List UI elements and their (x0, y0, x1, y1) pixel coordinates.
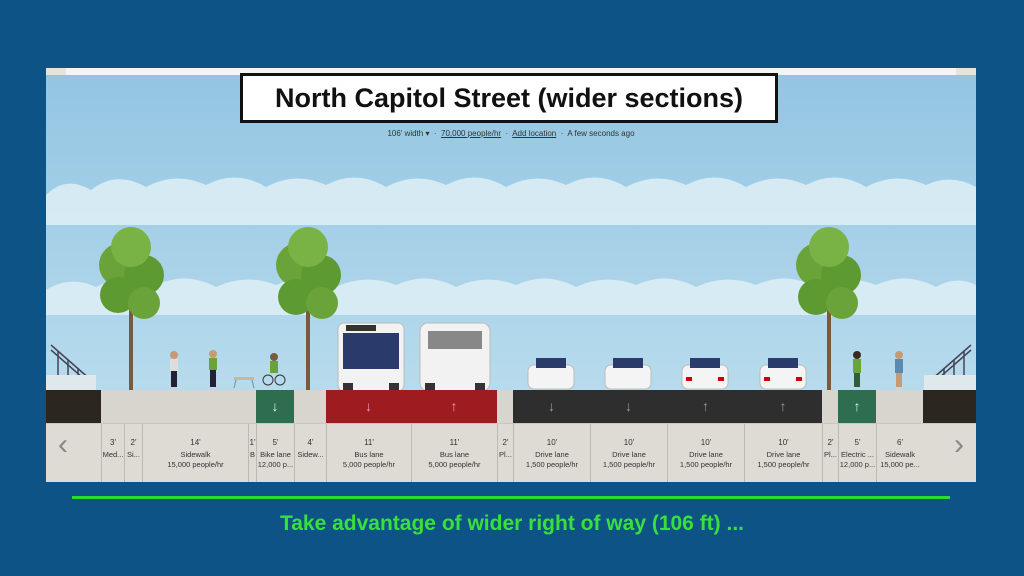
segment-width: 10' (778, 438, 789, 447)
segment-width: 3' (110, 438, 116, 447)
segment-cell[interactable]: 1' B (248, 424, 256, 482)
capacity-link[interactable]: 70,000 people/hr (441, 129, 502, 138)
segment-cell[interactable]: 3' Med... (101, 424, 124, 482)
segment-width: 5' (854, 438, 861, 447)
saved-status: A few seconds ago (567, 129, 635, 138)
clouds (46, 177, 976, 315)
pedestrian (895, 351, 903, 387)
segment-name: Drive lane (612, 450, 646, 459)
pedestrian (170, 351, 178, 387)
segment-name: Pl... (824, 450, 837, 459)
segment-width: 6' (897, 438, 903, 447)
segment-cell[interactable]: 2' Pl... (822, 424, 838, 482)
drive-lane-surface[interactable]: ↓ (513, 390, 590, 423)
segment-name: Electric ... (841, 450, 874, 459)
segment-width: 2' (502, 438, 509, 447)
slide-caption: Take advantage of wider right of way (10… (279, 512, 745, 535)
underline-divider (72, 496, 950, 499)
bus-back (419, 322, 491, 393)
segment-capacity: 15,000 people/hr (167, 460, 224, 469)
segment-name: Bus lane (354, 450, 384, 459)
segment-width: 10' (700, 438, 712, 447)
segment-width: 1' (249, 438, 256, 447)
pedestrian (209, 350, 217, 387)
segment-width: 2' (130, 438, 137, 447)
segment-width: 5' (272, 438, 279, 447)
street-surface: ↓ ↓ ↑ ↓ ↓ ↑ ↑ ↑ (46, 390, 976, 423)
segment-name: Pl... (499, 450, 512, 459)
segment-width: 10' (623, 438, 635, 447)
tree-middle (276, 227, 341, 390)
prev-arrow-icon[interactable]: ‹ (58, 428, 68, 461)
segment-name: Bus lane (439, 450, 470, 459)
segment-name: Drive lane (535, 450, 569, 459)
add-location-link[interactable]: Add location (512, 129, 557, 138)
segment-capacity: 1,500 people/hr (602, 460, 656, 469)
car (604, 358, 652, 390)
segment-name: Bike lane (260, 450, 291, 459)
width-selector[interactable]: 106' width ▾ (387, 129, 430, 138)
segment-name: B (249, 450, 255, 459)
segment-cell[interactable]: 4' Sidew... (294, 424, 326, 482)
segment-name: Med... (102, 450, 124, 459)
car (681, 358, 729, 390)
segment-cell[interactable]: 5' Electric ...12,000 p... (838, 424, 876, 482)
segment-name: Drive lane (689, 450, 723, 459)
bench (233, 377, 255, 389)
segment-cell[interactable]: 2' Pl... (497, 424, 513, 482)
next-arrow-icon[interactable]: › (954, 428, 964, 461)
median-surface[interactable] (46, 390, 101, 423)
segment-capacity: 1,500 people/hr (679, 460, 733, 469)
segment-width: 10' (546, 438, 558, 447)
bus-lane-surface[interactable]: ↓ (326, 390, 411, 423)
segment-width: 2' (827, 438, 834, 447)
segment-capacity: 12,000 p... (257, 460, 294, 469)
bike-lane-surface[interactable]: ↓ (256, 390, 294, 423)
bus-front (337, 322, 405, 393)
pedestrian (853, 351, 861, 387)
segment-capacity: 1,500 people/hr (757, 460, 810, 469)
electric-lane-surface[interactable]: ↑ (838, 390, 876, 423)
segment-capacity: 1,500 people/hr (525, 460, 579, 469)
segment-name: Sidewalk (180, 450, 211, 459)
segment-capacity: 5,000 people/hr (342, 460, 396, 469)
segment-name: Sidewalk (884, 450, 915, 459)
drive-lane-surface[interactable]: ↑ (667, 390, 744, 423)
segment-width: 11' (364, 438, 374, 447)
segment-width: 11' (449, 438, 460, 447)
segment-capacity: 5,000 people/hr (428, 460, 481, 469)
segment-name: Sidew... (297, 450, 324, 459)
edge-surface[interactable] (923, 390, 976, 423)
tree-right (796, 227, 861, 390)
car (759, 358, 807, 390)
drive-lane-surface[interactable]: ↑ (744, 390, 822, 423)
drive-lane-surface[interactable]: ↓ (590, 390, 667, 423)
page-title: North Capitol Street (wider sections) (240, 73, 778, 123)
segment-capacity: 12,000 p... (839, 460, 876, 469)
segment-name: Si... (127, 450, 140, 459)
segment-width: 14' (190, 438, 201, 447)
bus-lane-surface[interactable]: ↑ (411, 390, 497, 423)
tree-left (99, 227, 164, 390)
segment-name: Drive lane (766, 450, 801, 459)
top-bar (66, 68, 956, 75)
segment-capacity: 15,000 pe... (880, 460, 920, 469)
segment-cell[interactable]: 2' Si... (124, 424, 142, 482)
street-editor-frame: North Capitol Street (wider sections) 10… (46, 68, 976, 482)
street-meta: 106' width ▾ · 70,000 people/hr · Add lo… (387, 129, 635, 138)
cyclist (262, 353, 286, 386)
segment-width: 4' (307, 438, 314, 447)
car (527, 358, 575, 390)
